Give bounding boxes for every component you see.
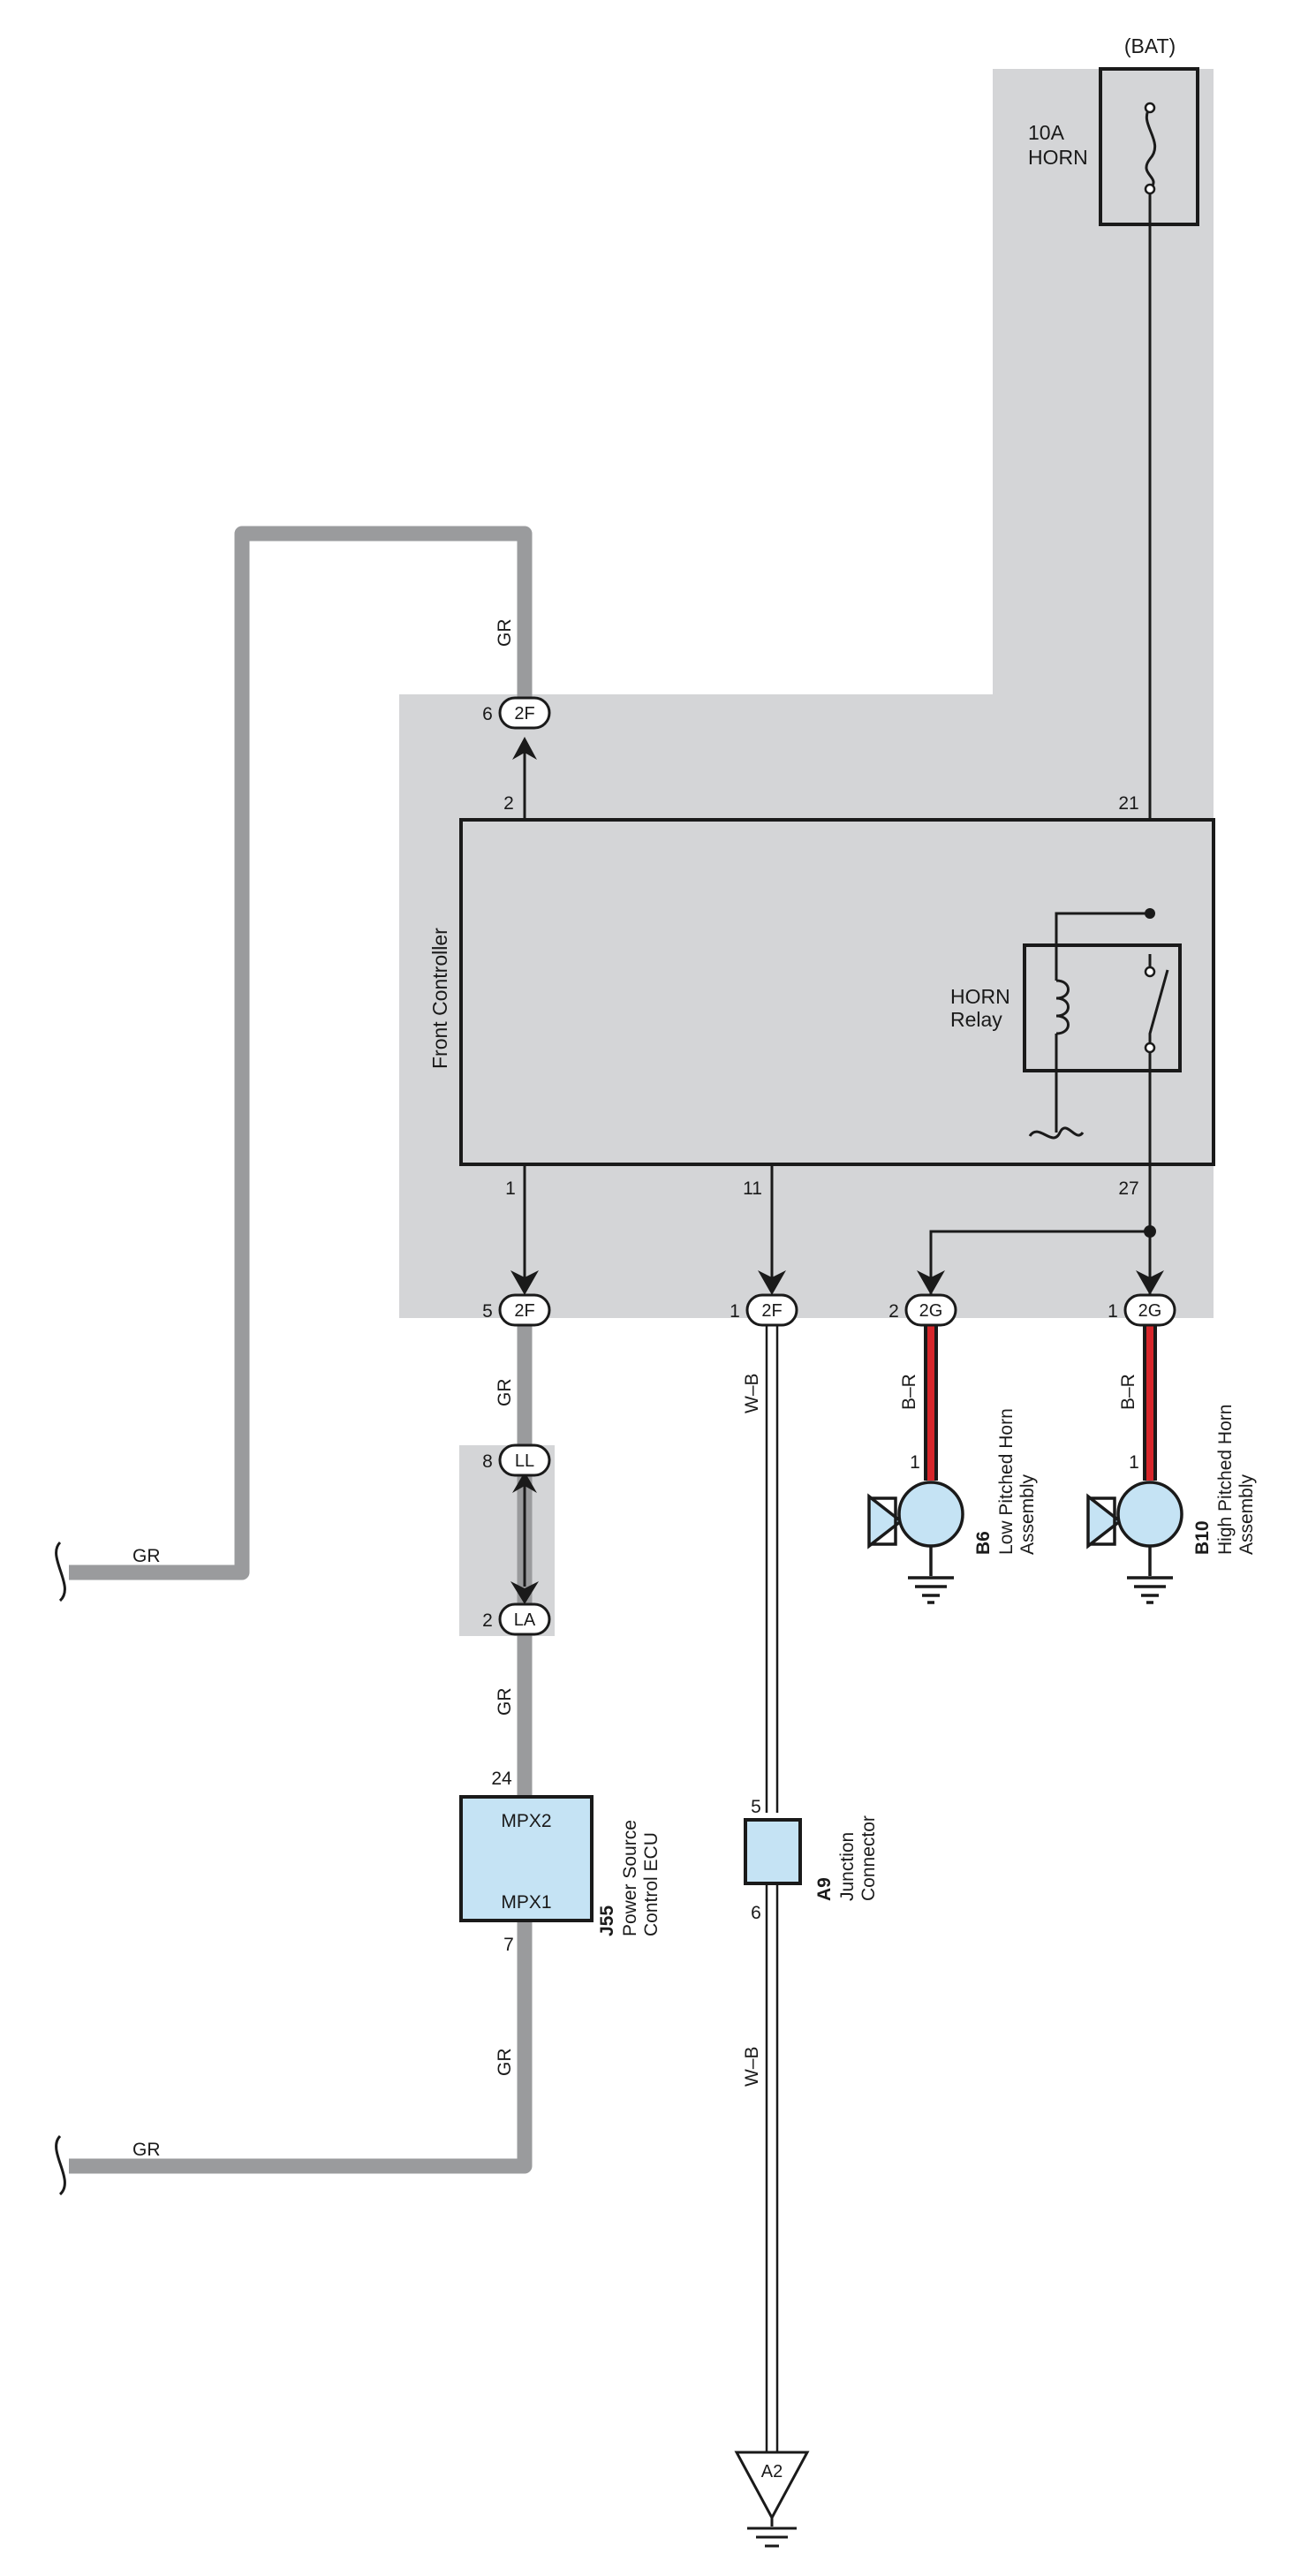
connector-la — [498, 1602, 551, 1636]
wire-break-marks — [55, 1541, 66, 2196]
low-horn-id: B6 — [973, 1531, 994, 1555]
ground-a2-symbol — [734, 2451, 810, 2548]
ecu-name-2: Control ECU — [641, 1832, 662, 1936]
relay-label-2: Relay — [950, 1008, 1002, 1031]
junction-name-1: Junction — [837, 1832, 858, 1901]
wire-label-gr-mid1: GR — [495, 1379, 515, 1407]
low-horn-symbol — [867, 1481, 964, 1604]
front-controller-box — [459, 818, 1215, 1166]
connector-la-pin: 2 — [482, 1610, 493, 1631]
wb-wire — [765, 1318, 779, 2452]
connector-capsules — [498, 696, 1176, 1636]
fuse-terminal-top — [1144, 102, 1156, 114]
arrow-la — [510, 1581, 539, 1604]
connector-2g-high — [1123, 1293, 1176, 1327]
connector-arrows — [510, 737, 1164, 1604]
connector-2g-low-code: 2G — [919, 1301, 943, 1321]
fuse-terminal-bottom — [1144, 183, 1156, 195]
low-horn-pin: 1 — [910, 1452, 920, 1473]
arrow-2f-top — [512, 737, 537, 760]
high-horn-symbol — [1086, 1481, 1183, 1604]
arrow-2f-mid — [758, 1270, 786, 1295]
fc-pin-11: 11 — [743, 1178, 762, 1199]
fc-pin-27: 27 — [1118, 1178, 1138, 1199]
connector-2f-mid — [745, 1293, 798, 1327]
connector-ll — [498, 1443, 551, 1477]
fc-pin-21: 21 — [1118, 793, 1138, 814]
ecu-id: J55 — [597, 1905, 617, 1936]
connector-la-code: LA — [514, 1610, 536, 1630]
fuse-element — [1145, 107, 1157, 191]
horn-relay — [1023, 908, 1182, 1140]
relay-label-1: HORN — [950, 985, 1010, 1008]
controller-wires — [523, 746, 774, 1284]
high-horn-pin: 1 — [1129, 1452, 1139, 1473]
wire-label-gr-top: GR — [495, 619, 515, 648]
connector-ll-pin: 8 — [482, 1451, 493, 1472]
relay-coil — [1055, 979, 1070, 1035]
junction-pin-top: 5 — [751, 1797, 761, 1817]
wire-label-wb-lower: W–B — [742, 2046, 762, 2087]
gr-wire-lower — [69, 1921, 533, 2174]
low-horn-name-1: Low Pitched Horn — [996, 1408, 1017, 1555]
connector-2f-mid-pin: 1 — [730, 1301, 740, 1322]
ground-a2-label: A2 — [761, 2462, 783, 2481]
connector-2f-left — [498, 1293, 551, 1327]
connector-2f-left-pin: 5 — [482, 1301, 493, 1322]
wire-break-lower — [55, 2134, 66, 2196]
junction-name-2: Connector — [858, 1815, 879, 1901]
front-controller-label: Front Controller — [428, 928, 451, 1069]
relay-box — [1023, 943, 1182, 1072]
connector-2f-mid-code: 2F — [761, 1301, 782, 1321]
ecu-port-mpx2: MPX2 — [501, 1811, 551, 1831]
wire-label-br-low: B–R — [899, 1374, 919, 1410]
connector-2f-left-code: 2F — [514, 1301, 534, 1321]
ecu-pin-bottom: 7 — [503, 1935, 514, 1955]
ecu-port-mpx1: MPX1 — [501, 1892, 551, 1913]
connector-2f-top — [498, 696, 551, 730]
junction-connector-box — [744, 1818, 802, 1885]
arrow-2g-low — [917, 1270, 945, 1295]
gr-wire-upper — [69, 526, 533, 1580]
fc-pin-1: 1 — [505, 1178, 516, 1199]
high-horn-name-2: Assembly — [1236, 1474, 1257, 1555]
high-horn-id: B10 — [1192, 1520, 1213, 1555]
fc-pin-2: 2 — [503, 793, 514, 814]
low-horn-name-2: Assembly — [1017, 1474, 1038, 1555]
low-horn-branch — [929, 1230, 1150, 1297]
connector-2f-top-code: 2F — [514, 704, 534, 724]
arrow-2f-left — [510, 1270, 539, 1295]
high-horn-name-1: High Pitched Horn — [1215, 1405, 1236, 1555]
wire-label-gr-mid2: GR — [495, 1688, 515, 1716]
wire-label-wb-upper: W–B — [742, 1373, 762, 1413]
connector-2g-high-code: 2G — [1138, 1301, 1162, 1321]
arrow-ll — [512, 1472, 537, 1493]
front-controller-shade — [399, 69, 1214, 1318]
br-wires — [924, 1318, 1157, 1481]
connector-2g-low-pin: 2 — [888, 1301, 899, 1322]
wire-label-gr-left-upper: GR — [132, 1546, 161, 1566]
ecu-pin-top: 24 — [491, 1769, 512, 1789]
wire-label-gr-lower: GR — [495, 2049, 515, 2077]
fuse-name-label: HORN — [1028, 146, 1088, 169]
arrow-2g-high — [1136, 1270, 1164, 1295]
connector-ll-code: LL — [515, 1451, 534, 1471]
ecu-name-1: Power Source — [620, 1820, 640, 1936]
fuse-amp-label: 10A — [1028, 121, 1065, 144]
relay-coil-ground — [1028, 1034, 1085, 1140]
bat-label: (BAT) — [1124, 34, 1176, 57]
connector-2g-low — [904, 1293, 957, 1327]
junction-id: A9 — [814, 1877, 835, 1901]
wire-break-upper — [55, 1541, 66, 1602]
wire-label-gr-left-lower: GR — [132, 2140, 161, 2160]
power-source-ecu-box — [459, 1795, 594, 1922]
connector-2g-high-pin: 1 — [1108, 1301, 1118, 1322]
junction-pin-bottom: 6 — [751, 1903, 761, 1923]
wire-label-br-high: B–R — [1118, 1374, 1138, 1410]
connector-2f-top-pin: 6 — [482, 704, 493, 724]
relay-coil-feed — [1055, 912, 1150, 981]
